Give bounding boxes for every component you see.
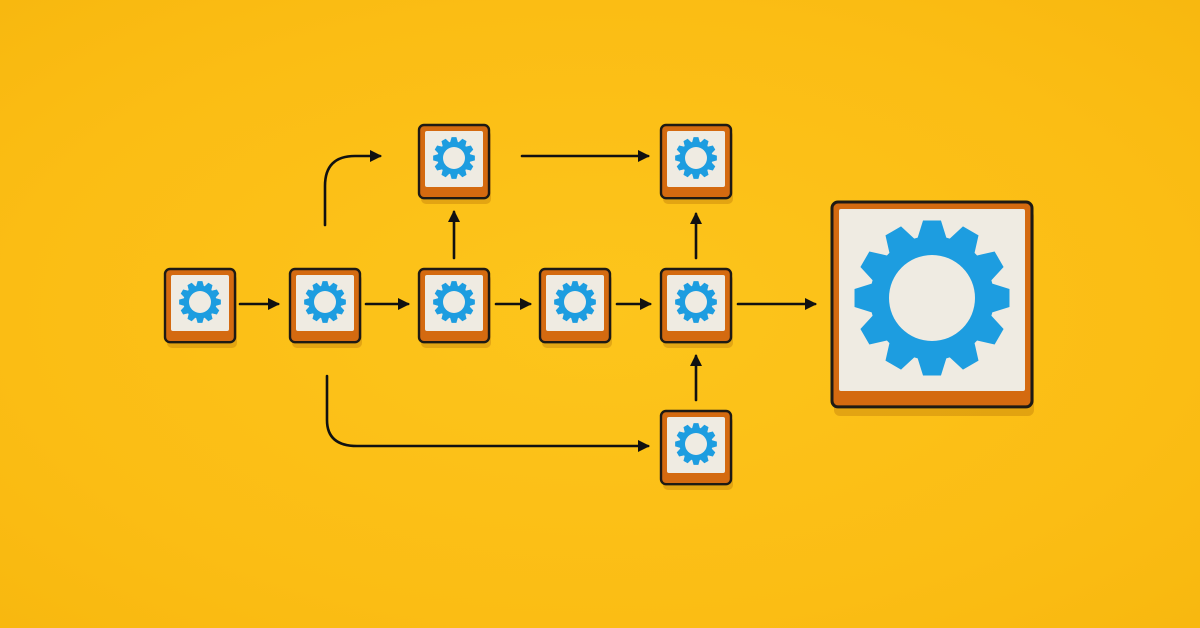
gear-hole xyxy=(685,147,707,169)
node-branch xyxy=(288,267,362,348)
gear-hole xyxy=(443,147,465,169)
node-middle-b xyxy=(538,267,612,348)
gear-hole xyxy=(189,291,211,313)
node-top-left xyxy=(417,123,491,204)
gear-hole xyxy=(314,291,336,313)
arrow-branch-to-bottom xyxy=(325,374,650,452)
node-start xyxy=(163,267,237,348)
gear-hole xyxy=(685,433,707,455)
gear-hole xyxy=(564,291,586,313)
gear-hole xyxy=(889,255,975,341)
node-result xyxy=(830,200,1034,416)
node-middle-a xyxy=(417,267,491,348)
node-top-right xyxy=(659,123,733,204)
node-merge xyxy=(659,267,733,348)
node-bottom xyxy=(659,409,733,490)
gear-hole xyxy=(685,291,707,313)
gear-hole xyxy=(443,291,465,313)
arrow-branch-to-top-left xyxy=(323,150,382,227)
